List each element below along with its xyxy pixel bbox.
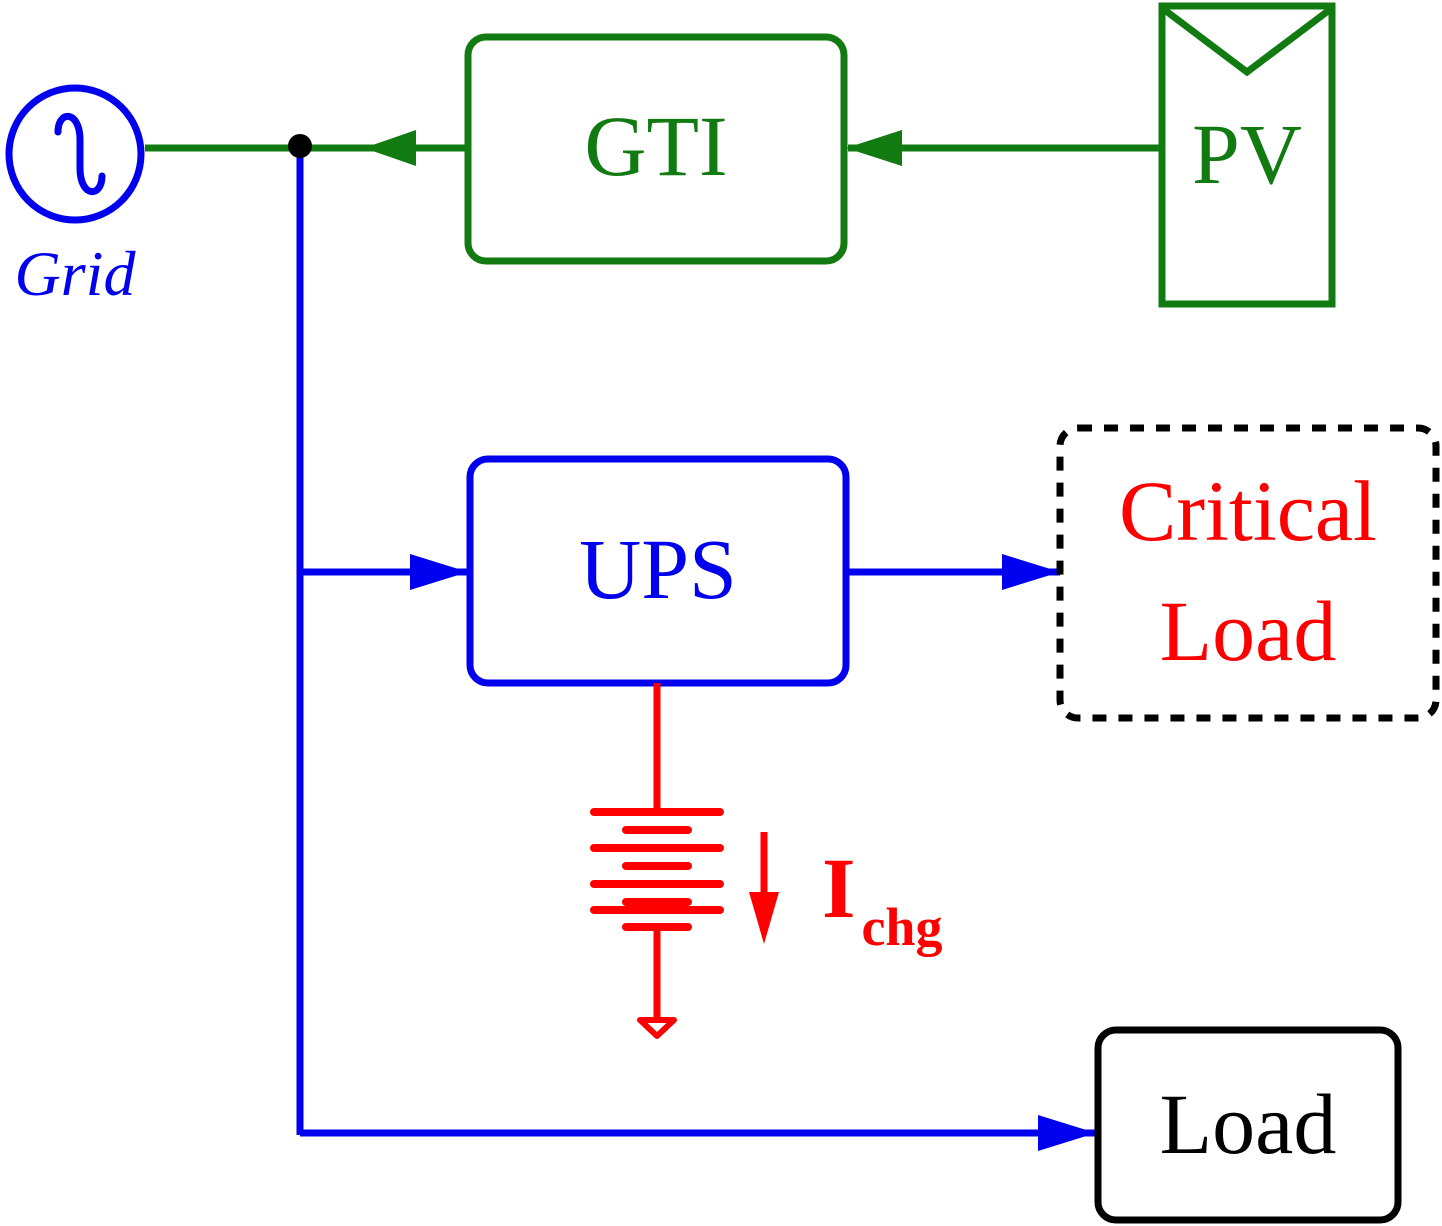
load: Load xyxy=(1094,1026,1402,1224)
critical-load-box xyxy=(1056,424,1440,722)
pv-panel-icon xyxy=(1159,5,1335,77)
pv-power-path: GTI PV xyxy=(145,2,1336,308)
critical-load: Critical Load xyxy=(1056,424,1440,722)
grid-source: Grid xyxy=(5,84,145,309)
ground-icon xyxy=(637,1017,677,1039)
gti-label: GTI xyxy=(584,98,727,194)
charge-current-subscript: chg xyxy=(861,897,942,957)
ups-to-critical-load-arrowhead xyxy=(1002,554,1060,590)
sine-wave-icon xyxy=(54,112,106,196)
grid-distribution-path: UPS xyxy=(296,148,1096,1151)
ups-label: UPS xyxy=(579,521,737,617)
pv-panel-box xyxy=(1158,2,1336,308)
ac-source-icon xyxy=(5,84,145,224)
gti-to-bus-arrowhead xyxy=(364,130,416,166)
bus-to-load-arrowhead xyxy=(1038,1115,1096,1151)
critical-load-label-line2: Load xyxy=(1160,583,1337,679)
pv-label: PV xyxy=(1192,106,1302,202)
bus-to-ups-arrowhead xyxy=(410,554,468,590)
load-label: Load xyxy=(1160,1076,1337,1172)
pv-to-gti-arrowhead xyxy=(846,130,902,166)
grid-label: Grid xyxy=(15,238,137,309)
battery-icon xyxy=(590,808,724,931)
gti-box xyxy=(464,33,848,265)
load-box xyxy=(1094,1026,1402,1224)
charge-current-arrowhead xyxy=(749,892,779,944)
bus-junction-dot xyxy=(288,134,312,158)
critical-load-label-line1: Critical xyxy=(1119,463,1377,559)
